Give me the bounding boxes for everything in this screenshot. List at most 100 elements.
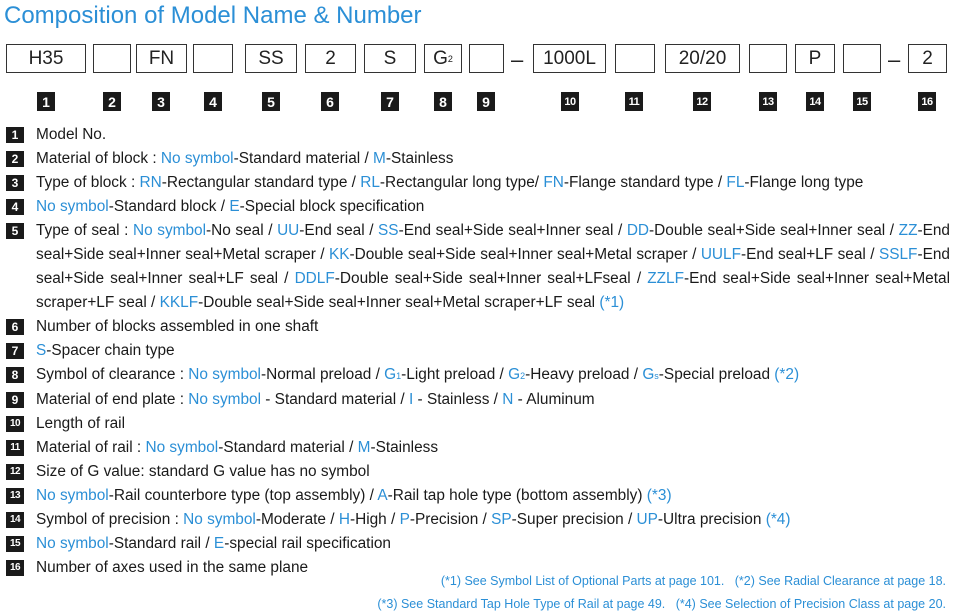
- legend-text: -Standard material /: [233, 150, 374, 167]
- legend-text: -End seal+Side seal+Inner seal+LF seal /: [36, 246, 950, 287]
- legend-text: -Ultra precision: [657, 511, 766, 528]
- legend-symbol: S: [36, 342, 47, 359]
- legend-symbol: No symbol: [160, 150, 234, 167]
- legend-symbol: (*3): [646, 487, 672, 504]
- legend-badge: 12: [6, 464, 24, 480]
- legend-symbol: UU: [277, 222, 300, 239]
- legend-badge: 1: [6, 127, 24, 143]
- legend-symbol: M: [373, 150, 386, 167]
- legend-text: -Special block specification: [239, 198, 425, 215]
- position-badge-6: 6: [321, 92, 339, 111]
- legend-symbol: G1: [384, 366, 402, 383]
- page-title: Composition of Model Name & Number: [4, 2, 422, 29]
- position-badge-10: 10: [561, 92, 579, 111]
- position-badge-14: 14: [806, 92, 824, 111]
- legend-symbol: SSLF: [878, 246, 918, 263]
- legend-text: Number of blocks assembled in one shaft: [36, 318, 319, 335]
- legend-item-1: 1 Model No.: [6, 123, 950, 147]
- legend-badge: 15: [6, 536, 24, 552]
- position-badge-7: 7: [381, 92, 399, 111]
- position-badge-1: 1: [37, 92, 55, 111]
- legend-item-9: 9 Material of end plate : No symbol - Sta…: [6, 388, 950, 412]
- legend-symbol: (*4): [765, 511, 791, 528]
- legend-text: -Double seal+Side seal+Inner seal /: [649, 222, 899, 239]
- legend-badge: 6: [6, 319, 24, 335]
- legend-text: -Heavy preload /: [525, 366, 643, 383]
- legend-symbol: SS: [378, 222, 399, 239]
- legend-symbol: No symbol: [188, 391, 261, 408]
- legend-symbol: No symbol: [36, 198, 109, 215]
- legend-text: -End seal+Side seal+Inner seal+Metal scr…: [36, 270, 950, 311]
- legend-symbol: FL: [726, 174, 745, 191]
- legend-symbol: No symbol: [36, 487, 109, 504]
- legend-symbol: DD: [626, 222, 650, 239]
- legend-text: -Spacer chain type: [46, 342, 175, 359]
- legend-symbol: P: [399, 511, 410, 528]
- legend-text: -End seal+LF seal /: [741, 246, 879, 263]
- legend-badge: 5: [6, 223, 24, 239]
- legend-text: -Flange standard type /: [563, 174, 727, 191]
- code-box-6: 2: [305, 44, 356, 73]
- code-box-14: P: [795, 44, 835, 73]
- legend-text: -End seal /: [299, 222, 379, 239]
- legend-text: Size of G value: standard G value has no…: [36, 463, 370, 480]
- position-badge-5: 5: [262, 92, 280, 111]
- legend-text: -Double seal+Side seal+Inner seal+LFseal…: [334, 270, 648, 287]
- legend-text: -Rectangular long type/: [379, 174, 544, 191]
- position-badge-9: 9: [477, 92, 495, 111]
- legend-symbol: E: [229, 198, 240, 215]
- legend-text: Material of block :: [36, 150, 161, 167]
- legend-symbol: H: [338, 511, 350, 528]
- code-box-4: [193, 44, 233, 73]
- footnotes: (*1) See Symbol List of Optional Parts a…: [377, 570, 946, 616]
- legend-symbol: No symbol: [36, 535, 109, 552]
- legend-badge: 3: [6, 175, 24, 191]
- legend-text: -No seal /: [206, 222, 278, 239]
- legend-text: Material of rail :: [36, 439, 146, 456]
- legend-text: -Light preload /: [401, 366, 509, 383]
- code-dash-1: –: [511, 47, 524, 72]
- legend-text: -Stainless: [370, 439, 439, 456]
- legend-text: -Moderate /: [255, 511, 339, 528]
- legend-badge: 11: [6, 440, 24, 456]
- legend-symbol: KK: [328, 246, 350, 263]
- legend-text: -Rectangular standard type /: [161, 174, 361, 191]
- legend-badge: 16: [6, 560, 24, 576]
- legend-symbol: No symbol: [183, 511, 256, 528]
- legend-badge: 9: [6, 392, 24, 408]
- code-box-10: 1000L: [533, 44, 606, 73]
- code-box-11: [615, 44, 655, 73]
- legend-text: - Aluminum: [513, 391, 595, 408]
- legend-text: -Super precision /: [511, 511, 637, 528]
- position-badge-8: 8: [434, 92, 452, 111]
- legend-text: -Standard material /: [218, 439, 358, 456]
- legend-text: Material of end plate :: [36, 391, 189, 408]
- legend-text: Symbol of precision :: [36, 511, 184, 528]
- legend-text: - Standard material /: [261, 391, 409, 408]
- code-box-9: [469, 44, 504, 73]
- legend-badge: 7: [6, 343, 24, 359]
- legend-symbol: No symbol: [188, 366, 261, 383]
- legend-text: Model No.: [36, 126, 107, 143]
- legend-text: Type of seal :: [36, 222, 134, 239]
- code-box-13: [749, 44, 787, 73]
- code-box-15: [843, 44, 881, 73]
- legend-item-6: 6 Number of blocks assembled in one shaft: [6, 315, 950, 339]
- legend-text: -Rail counterbore type (top assembly) /: [108, 487, 378, 504]
- legend-symbol: DDLF: [294, 270, 335, 287]
- legend-symbol: N: [502, 391, 514, 408]
- legend-symbol: Gs: [642, 366, 659, 383]
- legend-symbol: M: [357, 439, 371, 456]
- legend-symbol: E: [213, 535, 225, 552]
- footnote-line-1: (*1) See Symbol List of Optional Parts a…: [440, 574, 946, 588]
- legend-symbol: RL: [360, 174, 380, 191]
- legend-symbol: ZZLF: [647, 270, 684, 287]
